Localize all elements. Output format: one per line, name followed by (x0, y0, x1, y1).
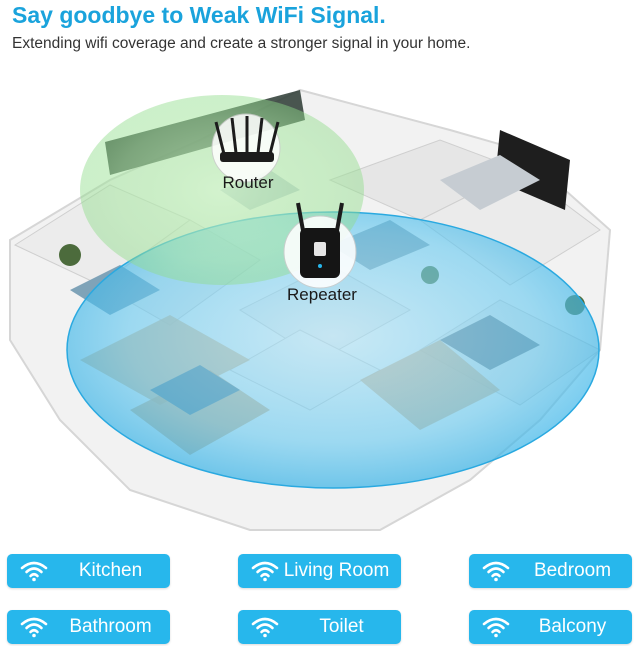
room-label: Balcony (538, 616, 607, 637)
room-label: Kitchen (78, 560, 143, 581)
wifi-icon (251, 617, 279, 638)
wifi-icon (482, 617, 510, 638)
room-button-toilet[interactable]: Toilet (238, 610, 401, 644)
wifi-icon (251, 561, 279, 582)
wifi-icon (20, 561, 48, 582)
page-title: Say goodbye to Weak WiFi Signal. (12, 2, 386, 28)
room-label: Bedroom (533, 560, 612, 581)
room-list: Kitchen Living Room Bedroom Bathroom (0, 548, 640, 646)
repeater-device (283, 202, 357, 289)
repeater-label: Repeater (287, 285, 357, 304)
room-button-balcony[interactable]: Balcony (469, 610, 632, 644)
router-label: Router (222, 173, 273, 192)
wifi-icon (482, 561, 510, 582)
room-button-kitchen[interactable]: Kitchen (7, 554, 170, 588)
room-label: Bathroom (69, 616, 152, 637)
room-label: Living Room (283, 560, 390, 581)
room-button-living-room[interactable]: Living Room (238, 554, 401, 588)
wifi-icon (20, 617, 48, 638)
room-button-bedroom[interactable]: Bedroom (469, 554, 632, 588)
page-subtitle: Extending wifi coverage and create a str… (12, 35, 471, 52)
room-button-bathroom[interactable]: Bathroom (7, 610, 170, 644)
room-label: Toilet (319, 616, 364, 637)
house-floorplan-illustration: Router Repeater (0, 60, 640, 540)
router-device (211, 113, 281, 183)
